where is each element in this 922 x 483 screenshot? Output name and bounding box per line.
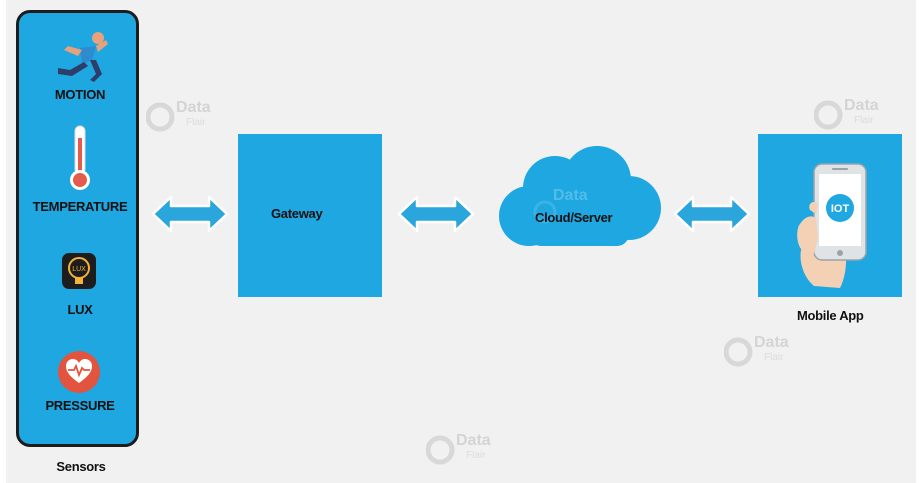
watermark: Data Flair [426,428,508,468]
lux-icon-text: LUX [72,266,86,273]
heart-pressure-icon [57,350,101,394]
watermark: Data Flair [724,330,806,370]
gateway-box [238,134,382,297]
watermark: Data Flair [814,93,896,133]
bidirectional-arrow-icon [151,194,229,234]
running-man-icon [52,30,110,82]
phone-iot-text: IOT [831,203,850,215]
watermark-line2: Flair [466,450,486,461]
mobile-app-caption: Mobile App [797,308,864,323]
watermark-line2: Flair [764,352,784,363]
cloud-shape: Data [497,144,663,248]
sensor-label-temperature: TEMPERATURE [32,199,128,214]
sensors-caption: Sensors [56,459,106,474]
bidirectional-arrow-icon [673,194,751,234]
thermometer-icon [67,124,93,192]
lux-bulb-icon: LUX [60,251,98,291]
watermark-line1: Data [754,334,789,351]
hand-holding-phone-icon: IOT [794,158,874,290]
watermark-line1: Data [844,97,879,114]
watermark-line1: Data [456,432,491,449]
watermark-line1: Data [553,187,588,204]
watermark-line2: Flair [854,115,874,126]
sensor-label-pressure: PRESSURE [45,398,115,413]
sensor-label-lux: LUX [67,302,93,317]
sensor-label-motion: MOTION [54,87,106,102]
watermark: Data Flair [146,95,228,135]
gateway-label: Gateway [271,206,323,221]
cloud-server-label: Cloud/Server [535,210,613,225]
bidirectional-arrow-icon [397,194,475,234]
watermark-line2: Flair [186,117,206,128]
watermark-line1: Data [176,99,211,116]
